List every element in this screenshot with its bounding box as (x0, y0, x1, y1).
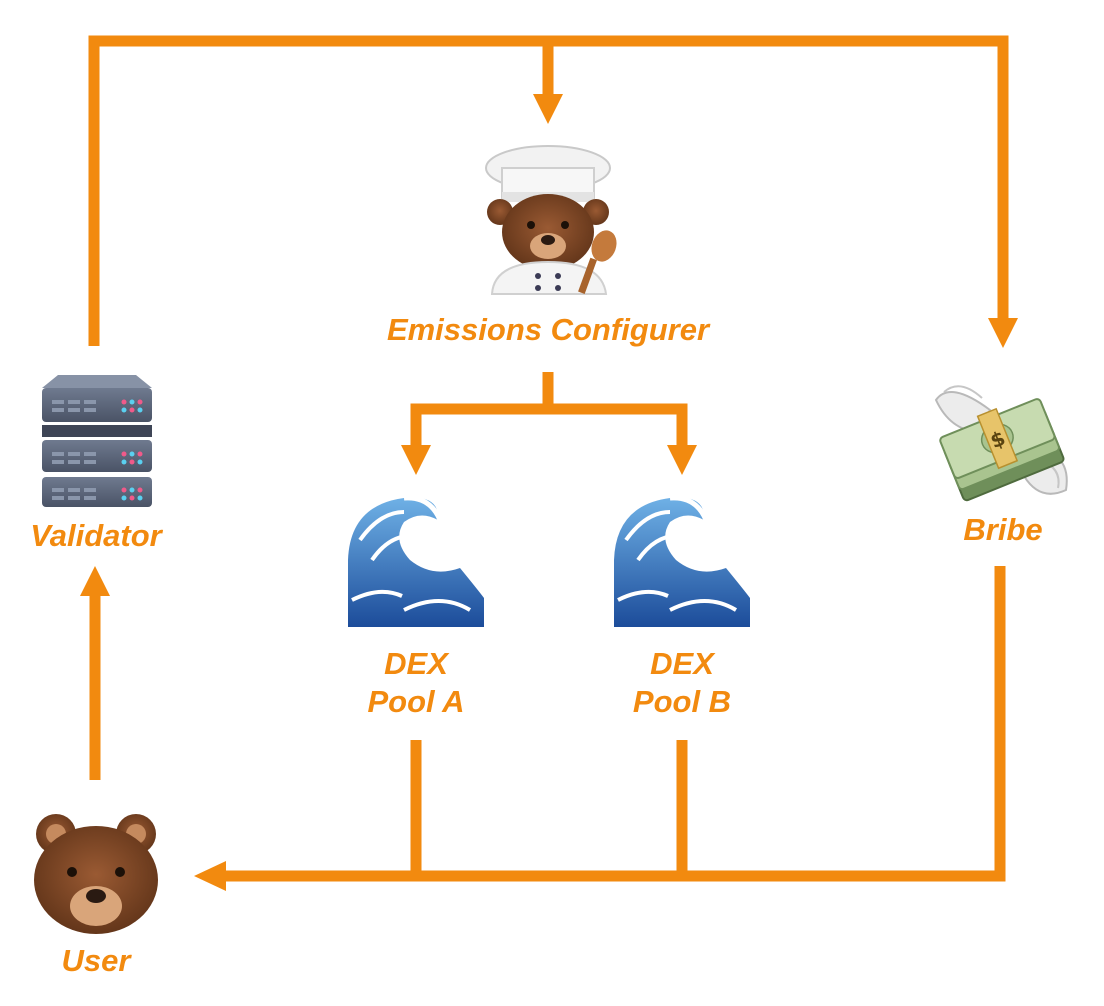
wave-icon (614, 495, 750, 627)
connectors (88, 35, 1009, 882)
edge-configurer-split (410, 372, 688, 449)
label-validator: Validator (30, 518, 162, 553)
server-icon (42, 375, 152, 507)
label-dex-pool-a: DEX Pool A (336, 645, 496, 721)
arrowhead-user (194, 861, 226, 891)
arrowheads (80, 94, 1018, 891)
label-dex-pool-a-line1: DEX (384, 646, 448, 681)
label-dex-pool-b-line1: DEX (650, 646, 714, 681)
bear-face-icon (34, 814, 158, 934)
arrowhead-pool-a (401, 445, 431, 475)
money-with-wings-icon: $ (934, 385, 1068, 502)
label-emissions-configurer: Emissions Configurer (386, 312, 710, 347)
label-bribe: Bribe (963, 512, 1043, 547)
arrowhead-configurer (533, 94, 563, 124)
label-dex-pool-b: DEX Pool B (602, 645, 762, 721)
wave-icon (348, 495, 484, 627)
arrowhead-validator (80, 566, 110, 596)
edge-bribe-to-user (222, 566, 1006, 882)
chef-bear-icon (485, 145, 617, 295)
arrowhead-pool-b (667, 445, 697, 475)
label-user: User (61, 943, 131, 978)
label-dex-pool-a-line2: Pool A (367, 684, 465, 719)
label-dex-pool-b-line2: Pool B (632, 684, 732, 719)
arrowhead-bribe (988, 318, 1018, 348)
